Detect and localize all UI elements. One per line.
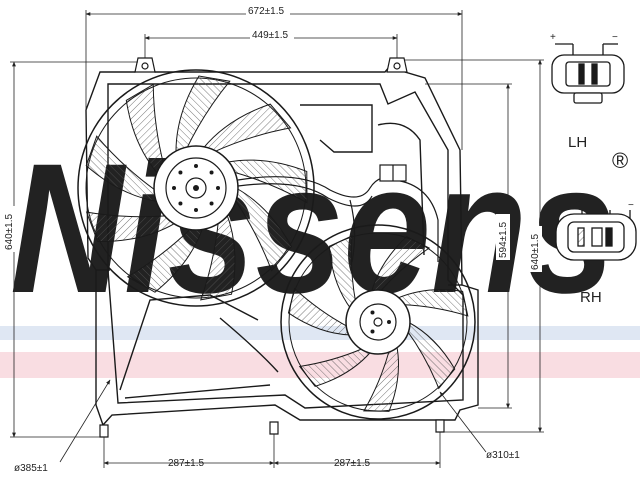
connector-rh-pin-3 [605, 227, 613, 247]
connector-rh-minus: − [628, 200, 634, 211]
wire-harness [237, 164, 439, 263]
wire-harness-branch [237, 183, 373, 207]
connector-lh-latch [573, 92, 603, 104]
right-fan-blade [363, 344, 399, 412]
right-fan-hub-bolt [370, 310, 375, 315]
connector-lh: + − LH [550, 32, 625, 151]
right-fan-hub-bolt [370, 329, 375, 334]
left-fan-hub-bolt [209, 170, 214, 175]
left-fan-hub-bolts [172, 164, 220, 212]
left-fan-hub-bolt [216, 186, 220, 190]
left-fan-hub-bore [193, 185, 199, 191]
connector-rh: + − RH [555, 198, 637, 306]
connector-lh-pin-2 [591, 63, 598, 85]
dimension-labels: 672±1.5 449±1.5 640±1.5 594±1.5 640±1.5 … [2, 4, 542, 474]
left-fan-blades [85, 75, 308, 301]
mount-hole-right [393, 62, 401, 70]
left-fan-blade [200, 212, 236, 301]
left-fan-hub-bolt [194, 164, 198, 168]
connector-rh-label: RH [580, 289, 602, 306]
connector-rh-pin-2 [591, 227, 603, 247]
shroud-rib-base [124, 384, 271, 399]
watermark-reg-mark: ® [612, 148, 628, 173]
left-fan-hub-bolt [178, 201, 183, 206]
right-fan-hub-bolt [387, 320, 391, 324]
dimension-lines [10, 10, 544, 468]
dim-mount-spacing: 449±1.5 [252, 30, 289, 41]
dim-height-right: 640±1.5 [530, 233, 541, 270]
shroud-rib-lower [119, 294, 259, 391]
right-fan-blade [328, 235, 357, 310]
left-fan-blade [126, 226, 204, 293]
dim-bottom-left-span: 287±1.5 [168, 458, 205, 469]
right-fan-blade [298, 347, 373, 387]
right-fan-blade [395, 289, 469, 317]
connector-lh-label: LH [568, 134, 587, 151]
dim-left-fan-diameter: ø385±1 [14, 463, 48, 474]
connector-lh-minus: − [612, 32, 618, 43]
right-fan-ring-outer [280, 224, 476, 420]
shroud-rib-strut [219, 317, 279, 373]
left-fan-hub-bolt [172, 186, 176, 190]
right-fan-blade [370, 236, 431, 294]
left-fan-blade [125, 83, 165, 176]
dim-inner-height: 594±1.5 [498, 221, 509, 258]
shroud-outer-outline [85, 58, 479, 427]
left-fan-blade [85, 211, 177, 242]
left-fan-blade [225, 159, 308, 204]
mount-foot-3 [435, 419, 445, 433]
dim-right-fan-diameter: ø310±1 [486, 450, 520, 461]
right-fan-hub-bore [373, 317, 383, 327]
right-fan-blade [406, 321, 456, 390]
left-fan-ring-outer [77, 69, 315, 307]
connector-lh-plus: + [550, 32, 556, 43]
leader-right-fan [439, 391, 487, 453]
dim-height-left: 640±1.5 [4, 213, 15, 250]
connector-rh-pin-1 [577, 227, 585, 247]
shroud-rib-right [377, 122, 425, 256]
left-fan-blade [85, 135, 160, 203]
mount-foot-1 [99, 424, 109, 438]
right-fan-hub-bolts [370, 310, 391, 334]
right-fan-blade [287, 287, 352, 336]
connector-lh-socket [565, 61, 611, 87]
left-fan [77, 69, 315, 307]
left-fan-blade [233, 187, 293, 272]
shroud-rib-top [300, 104, 373, 153]
connector-rh-plus: + [576, 198, 582, 209]
left-fan-hub-bolt [178, 170, 183, 175]
dim-overall-width: 672±1.5 [248, 6, 285, 17]
mount-foot-2 [269, 421, 279, 435]
leader-left-fan [59, 379, 111, 463]
right-fan-blades [287, 235, 469, 412]
wire-harness-down [349, 199, 356, 263]
left-fan-hub-bolt [194, 208, 198, 212]
watermark-blue-band [0, 326, 640, 340]
right-fan [280, 224, 476, 420]
left-fan-blade [175, 75, 231, 155]
left-fan-blade [202, 103, 292, 153]
connector-lh-pin-1 [578, 63, 585, 85]
left-fan-hub-bolt [209, 201, 214, 206]
mount-hole-left [141, 62, 149, 70]
mount-ears [99, 57, 445, 438]
dim-bottom-right-span: 287±1.5 [334, 458, 371, 469]
wire-harness-main [237, 176, 393, 198]
